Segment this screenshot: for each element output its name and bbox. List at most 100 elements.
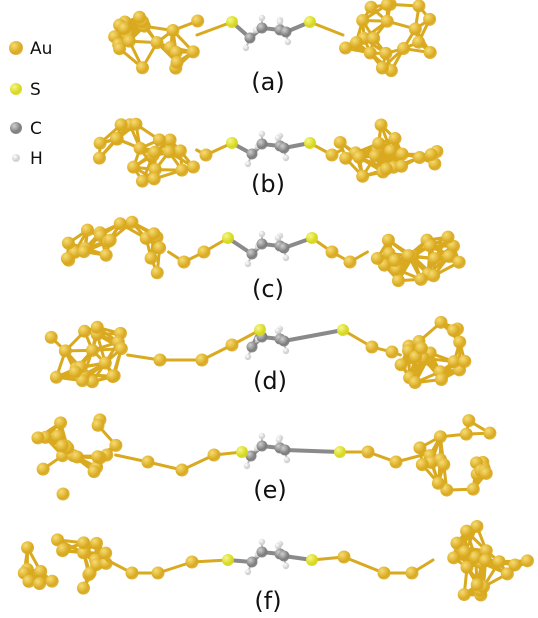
legend-item-au: Au — [9, 39, 52, 59]
au-atom — [470, 578, 484, 592]
au-atom — [389, 455, 403, 469]
h-atom — [282, 562, 290, 570]
au-atom — [402, 249, 416, 263]
au-atom — [412, 35, 426, 49]
au-atom — [391, 274, 405, 288]
au-atom — [394, 358, 408, 372]
au-atom — [77, 245, 91, 259]
au-atom — [81, 223, 95, 237]
au-atom — [413, 441, 427, 455]
au-atom — [384, 144, 398, 158]
au-atom — [147, 172, 161, 186]
h-atom — [258, 538, 266, 546]
panels — [17, 0, 534, 602]
au-atom — [470, 519, 484, 533]
au-atom — [413, 150, 427, 164]
h-atom — [274, 234, 282, 242]
au-atom — [195, 353, 209, 367]
au-atom — [150, 266, 164, 280]
au-atom — [458, 354, 472, 368]
au-atom — [141, 455, 155, 469]
au-atom — [173, 144, 187, 158]
au-atom — [113, 217, 127, 231]
h-atom — [282, 154, 290, 162]
au-atom — [375, 61, 389, 75]
au-atom — [90, 536, 104, 550]
s-atom — [226, 16, 238, 28]
au-atom — [148, 145, 162, 159]
panel-label-e: (e) — [253, 476, 287, 504]
au-atom — [423, 46, 437, 60]
au-atom — [479, 553, 493, 567]
h-atom — [276, 18, 284, 26]
au-atom — [99, 546, 113, 560]
c-atom — [246, 341, 258, 353]
au-atom — [91, 418, 105, 432]
au-atom — [405, 566, 419, 580]
au-atom — [92, 151, 106, 165]
au-atom — [380, 0, 394, 12]
h-atom — [282, 347, 290, 355]
au-atom — [60, 252, 74, 266]
au-atom — [447, 324, 461, 338]
au-atom — [103, 233, 117, 247]
legend-h-marker — [12, 154, 20, 162]
c-atom — [278, 335, 290, 347]
c-atom — [244, 32, 256, 44]
au-atom — [175, 463, 189, 477]
au-atom — [479, 544, 493, 558]
au-atom — [109, 438, 123, 452]
au-atom — [83, 566, 97, 580]
au-atom — [441, 230, 455, 244]
h-atom — [258, 130, 266, 138]
au-atom — [370, 251, 384, 265]
h-atom — [274, 542, 282, 550]
au-atom — [77, 546, 91, 560]
h-atom — [258, 432, 266, 440]
au-atom — [414, 341, 428, 355]
au-atom — [380, 14, 394, 28]
h-atom — [282, 254, 290, 262]
au-atom — [395, 159, 409, 173]
au-atom — [122, 34, 136, 48]
au-atom — [356, 13, 370, 27]
au-atom — [55, 439, 69, 453]
au-atom — [388, 254, 402, 268]
au-atom — [460, 524, 474, 538]
au-atom — [428, 252, 442, 266]
h-atom — [243, 462, 251, 470]
au-atom — [118, 22, 132, 36]
au-atom — [458, 545, 472, 559]
au-atom — [469, 550, 483, 564]
c-atom — [279, 444, 291, 456]
au-atom — [427, 269, 441, 283]
au-atom — [434, 315, 448, 329]
h-atom — [242, 44, 250, 52]
au-atom — [153, 241, 167, 255]
au-atom — [45, 574, 59, 588]
legend-item-h: H — [12, 149, 43, 169]
h-atom — [283, 456, 291, 464]
c-atom — [246, 556, 258, 568]
au-atom — [54, 416, 68, 430]
h-atom — [258, 230, 266, 238]
au-atom — [166, 23, 180, 37]
au-atom — [90, 320, 104, 334]
au-atom — [460, 560, 474, 574]
s-atom — [222, 232, 234, 244]
au-atom — [349, 36, 363, 50]
au-atom — [374, 118, 388, 132]
au-atom — [385, 345, 399, 359]
au-atom — [85, 343, 99, 357]
au-atom — [197, 245, 211, 259]
au-atom — [434, 373, 448, 387]
s-atom — [236, 446, 248, 458]
au-atom — [379, 162, 393, 176]
au-atom — [36, 462, 50, 476]
au-atom — [144, 251, 158, 265]
s-atom — [304, 16, 316, 28]
au-atom — [76, 581, 90, 595]
s-c-bond — [283, 448, 342, 454]
au-atom — [135, 174, 149, 188]
au-atom — [343, 255, 357, 269]
